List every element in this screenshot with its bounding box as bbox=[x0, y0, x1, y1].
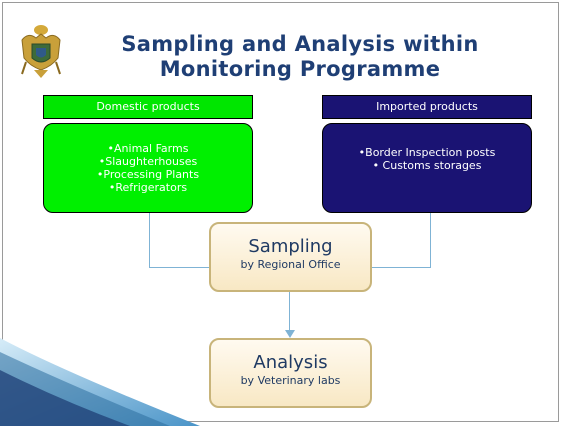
imported-products-list: •Border Inspection posts • Customs stora… bbox=[322, 123, 532, 213]
slide-frame bbox=[2, 2, 559, 422]
analysis-subtitle: by Veterinary labs bbox=[240, 374, 341, 387]
connector-sampling-to-analysis bbox=[289, 292, 290, 332]
sampling-box: Sampling by Regional Office bbox=[209, 222, 372, 292]
connector-domestic-down bbox=[149, 213, 150, 268]
list-item: •Processing Plants bbox=[96, 168, 200, 181]
list-item: •Animal Farms bbox=[107, 142, 189, 155]
connector-imported-down bbox=[430, 213, 431, 268]
list-item: •Slaughterhouses bbox=[98, 155, 198, 168]
imported-products-label: Imported products bbox=[322, 95, 532, 119]
domestic-products-label: Domestic products bbox=[43, 95, 253, 119]
title-line-2: Monitoring Programme bbox=[159, 57, 441, 81]
slide-title: Sampling and Analysis within Monitoring … bbox=[90, 32, 510, 82]
title-line-1: Sampling and Analysis within bbox=[121, 32, 479, 56]
list-item: • Customs storages bbox=[372, 159, 482, 172]
analysis-title: Analysis bbox=[253, 352, 328, 373]
connector-domestic-across bbox=[149, 267, 209, 268]
list-item: •Border Inspection posts bbox=[358, 146, 496, 159]
sampling-subtitle: by Regional Office bbox=[240, 258, 341, 271]
domestic-products-list: •Animal Farms •Slaughterhouses •Processi… bbox=[43, 123, 253, 213]
list-item: •Refrigerators bbox=[108, 181, 188, 194]
analysis-box: Analysis by Veterinary labs bbox=[209, 338, 372, 408]
eagle-emblem-icon bbox=[21, 25, 61, 78]
connector-imported-across bbox=[372, 267, 431, 268]
sampling-title: Sampling bbox=[248, 236, 333, 257]
decorative-swoosh bbox=[0, 338, 200, 426]
arrowhead-icon bbox=[285, 330, 295, 338]
